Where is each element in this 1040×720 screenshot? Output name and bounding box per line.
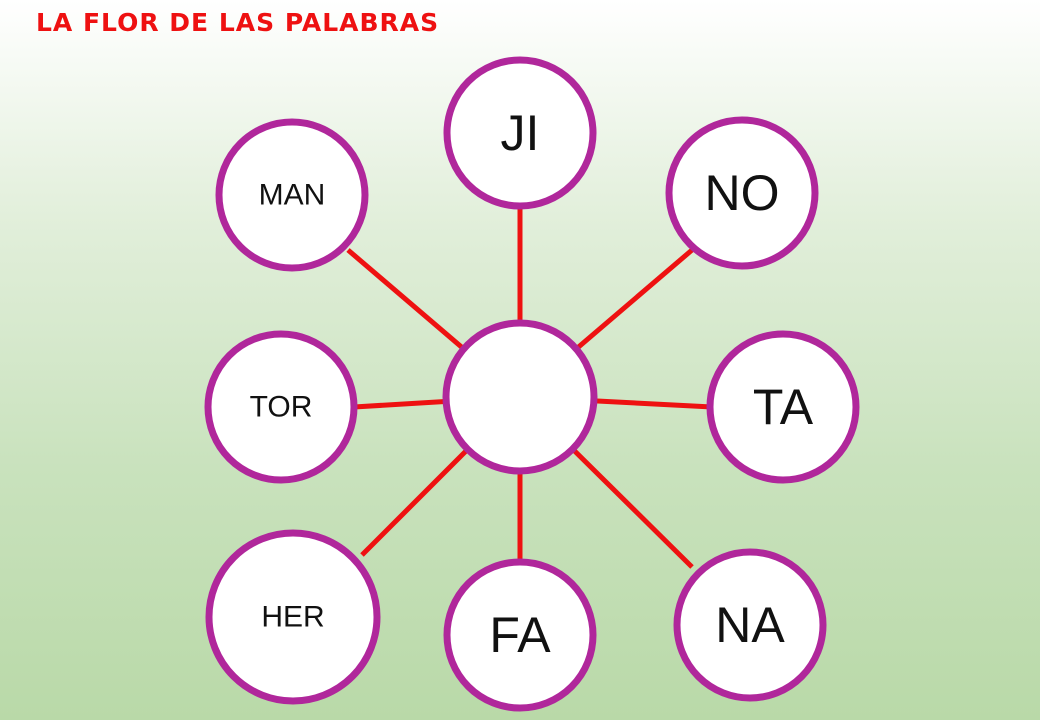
petal-tor: TOR: [204, 330, 358, 484]
petal-man: MAN: [215, 118, 369, 272]
petal-no: NO: [665, 116, 819, 270]
petal-na: NA: [673, 548, 827, 702]
petal-label-man: MAN: [259, 179, 326, 212]
petal-label-ji: JI: [501, 105, 540, 161]
petal-label-fa: FA: [489, 607, 551, 663]
petal-circle: [673, 548, 827, 702]
petal-her: HER: [205, 529, 381, 705]
petal-circle: [215, 118, 369, 272]
petal-fa: FA: [443, 558, 597, 712]
petal-ta: TA: [706, 330, 860, 484]
petal-label-tor: TOR: [250, 391, 313, 424]
petal-ji: JI: [443, 56, 597, 210]
petal-label-na: NA: [715, 597, 785, 653]
petal-label-no: NO: [705, 165, 780, 221]
petal-label-her: HER: [261, 601, 324, 634]
page-title: LA FLOR DE LAS PALABRAS: [36, 8, 440, 37]
petal-label-ta: TA: [753, 379, 814, 435]
petal-circle: [706, 330, 860, 484]
petal-circle: [443, 558, 597, 712]
petal-circle: [205, 529, 381, 705]
petal-circle: [665, 116, 819, 270]
petal-circle: [204, 330, 358, 484]
center-circle: [442, 319, 598, 475]
petal-circle: [443, 56, 597, 210]
center-node: [442, 319, 598, 475]
